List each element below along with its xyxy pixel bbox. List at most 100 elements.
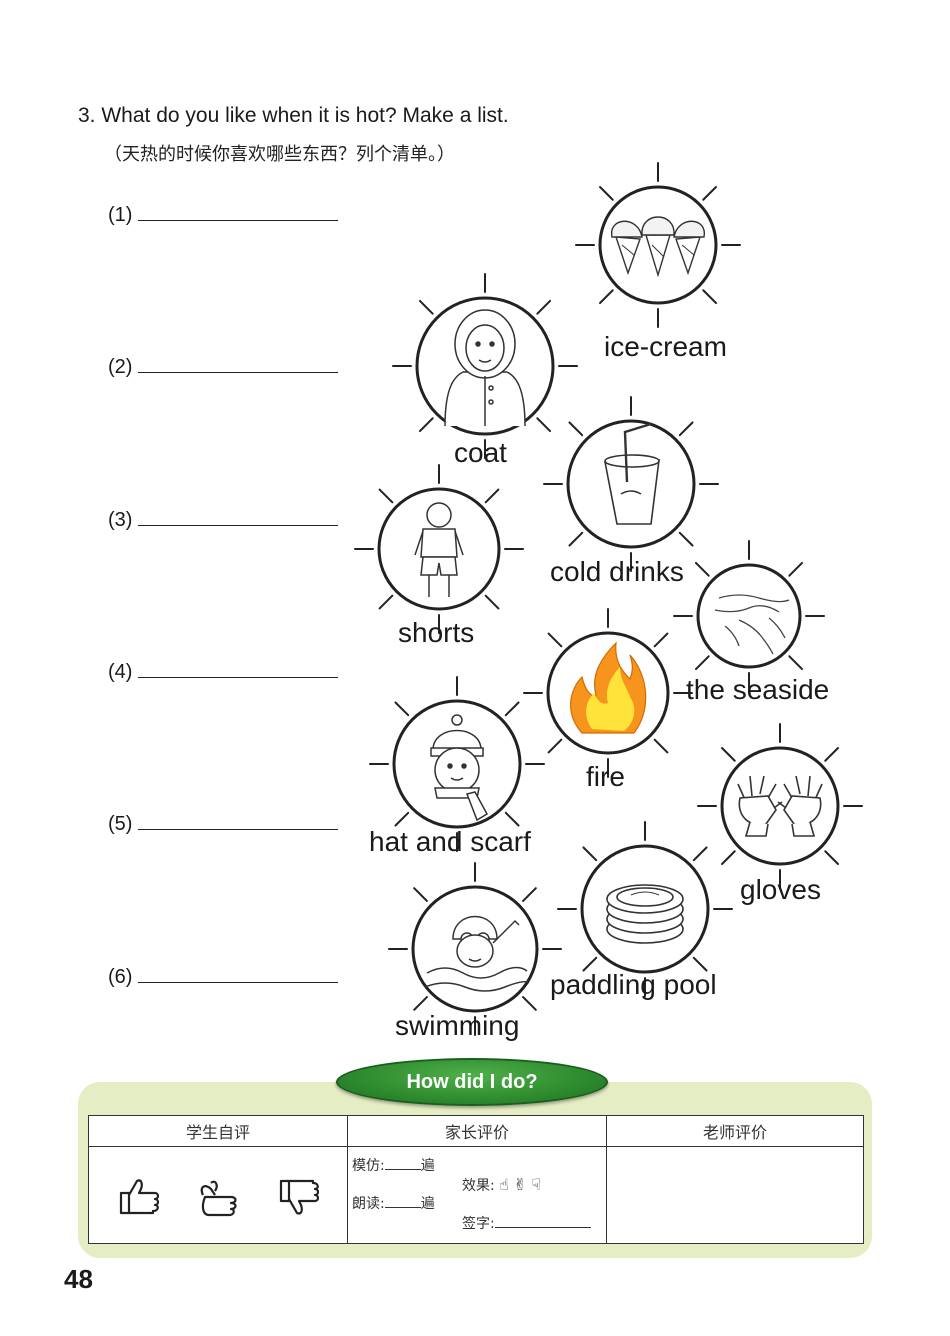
answer-blank[interactable] xyxy=(138,659,339,678)
ice-cream-icon xyxy=(611,216,705,278)
sun-ray xyxy=(678,421,694,437)
answer-line-2[interactable]: (2) xyxy=(108,354,339,379)
read-row: 朗读:遍 xyxy=(352,1194,435,1212)
sun-ray xyxy=(522,887,537,902)
header-parent: 家长评价 xyxy=(347,1115,607,1147)
teacher-eval-cell[interactable] xyxy=(606,1146,864,1244)
sun-ray xyxy=(484,488,500,504)
swimming-picture xyxy=(388,862,562,1036)
hat-and-scarf-picture xyxy=(369,676,545,852)
sun-ray xyxy=(599,186,614,201)
sun-ray xyxy=(418,417,434,433)
shorts-picture xyxy=(354,464,524,634)
answer-blank[interactable] xyxy=(138,354,339,373)
read-blank[interactable] xyxy=(384,1194,421,1208)
sun-ray xyxy=(721,850,736,865)
sun-ray xyxy=(692,846,708,862)
fire-icon xyxy=(570,641,647,734)
answer-line-5[interactable]: (5) xyxy=(108,811,339,836)
sun-ray xyxy=(568,531,584,547)
paddling-pool-icon xyxy=(606,884,684,944)
evaluation-table: 学生自评 家长评价 老师评价 模仿:遍 xyxy=(88,1115,864,1244)
answer-number: (4) xyxy=(108,661,133,683)
sun-ray xyxy=(692,956,708,972)
sun-ray xyxy=(547,738,563,754)
coat-picture xyxy=(392,273,578,459)
paddling-pool-label: paddling pool xyxy=(550,969,717,1000)
answer-blank[interactable] xyxy=(138,811,339,830)
sun-ray xyxy=(394,811,410,827)
seaside-label: the seaside xyxy=(686,674,830,705)
sun-ray xyxy=(721,747,736,762)
sun-ray xyxy=(824,747,839,762)
hat-and-scarf-label: hat and scarf xyxy=(369,826,531,857)
sun-ray xyxy=(653,738,669,754)
ice-cream-label: ice-cream xyxy=(604,331,727,362)
cold-drink-icon xyxy=(604,422,660,525)
answer-line-6[interactable]: (6) xyxy=(108,964,339,989)
self-eval-cell xyxy=(88,1146,348,1244)
sun-ray xyxy=(418,299,434,315)
sun-ray xyxy=(824,850,839,865)
sign-row: 签字: xyxy=(462,1213,591,1233)
ok-hand-icon[interactable]: ✌ xyxy=(513,1175,527,1194)
answer-line-1[interactable]: (1) xyxy=(108,202,339,227)
thumbs-up-icon[interactable]: ☝ xyxy=(499,1175,509,1194)
sun-ray xyxy=(536,299,552,315)
swimming-label: swimming xyxy=(395,1010,520,1041)
sun-ray xyxy=(702,289,717,304)
answer-number: (1) xyxy=(108,204,133,226)
gloves-icon xyxy=(737,775,823,837)
sun-ray xyxy=(413,996,428,1011)
answer-number: (5) xyxy=(108,813,133,835)
cold-drinks-picture xyxy=(543,396,719,572)
sun-ray xyxy=(504,811,520,827)
header-self: 学生自评 xyxy=(88,1115,348,1147)
sign-blank[interactable] xyxy=(494,1214,591,1228)
imitate-row: 模仿:遍 xyxy=(352,1156,435,1174)
answer-blank[interactable] xyxy=(138,202,339,221)
sun-ray xyxy=(702,186,717,201)
effect-row: 效果: ☝ ✌ ☟ xyxy=(462,1175,541,1194)
sun-ray xyxy=(568,421,584,437)
thumbs-down-icon[interactable]: ☟ xyxy=(531,1175,541,1194)
answer-blank[interactable] xyxy=(138,507,339,526)
sun-ray xyxy=(378,594,394,610)
boy-in-shorts-icon xyxy=(414,502,464,597)
question-subtitle: （天热的时候你喜欢哪些东西？列个清单。） xyxy=(104,144,455,165)
seaside-icon xyxy=(714,594,790,655)
hat-and-scarf-icon xyxy=(430,714,489,822)
answer-blank[interactable] xyxy=(138,964,339,983)
answer-number: (3) xyxy=(108,509,133,531)
sun-ray xyxy=(582,956,598,972)
header-teacher: 老师评价 xyxy=(606,1115,864,1147)
answer-number: (2) xyxy=(108,356,133,378)
thumbs-up-icon[interactable] xyxy=(117,1177,161,1217)
sun-ray xyxy=(582,846,598,862)
coat-icon xyxy=(444,309,526,427)
sun-ray xyxy=(788,655,804,671)
cold-drinks-label: cold drinks xyxy=(550,556,684,587)
sun-ray xyxy=(484,594,500,610)
sun-ray xyxy=(547,632,563,648)
page-number: 48 xyxy=(64,1264,93,1294)
sun-ray xyxy=(694,561,710,577)
sun-ray xyxy=(694,655,710,671)
sun-ray xyxy=(599,289,614,304)
seaside-picture xyxy=(673,540,825,692)
sun-ray xyxy=(653,632,669,648)
answer-line-4[interactable]: (4) xyxy=(108,659,339,684)
swimmer-icon xyxy=(424,915,530,992)
fire-picture xyxy=(523,608,693,778)
ice-cream-picture xyxy=(575,162,741,328)
thumbs-down-icon[interactable] xyxy=(277,1177,321,1221)
how-did-i-do-badge: How did I do? xyxy=(336,1058,608,1106)
sun-ray xyxy=(413,887,428,902)
sun-ray xyxy=(536,417,552,433)
ok-hand-icon[interactable] xyxy=(197,1177,241,1217)
answer-line-3[interactable]: (3) xyxy=(108,507,339,532)
gloves-picture xyxy=(697,723,863,889)
imitate-blank[interactable] xyxy=(384,1156,421,1170)
answer-number: (6) xyxy=(108,966,133,988)
paddling-pool-picture xyxy=(557,821,733,997)
